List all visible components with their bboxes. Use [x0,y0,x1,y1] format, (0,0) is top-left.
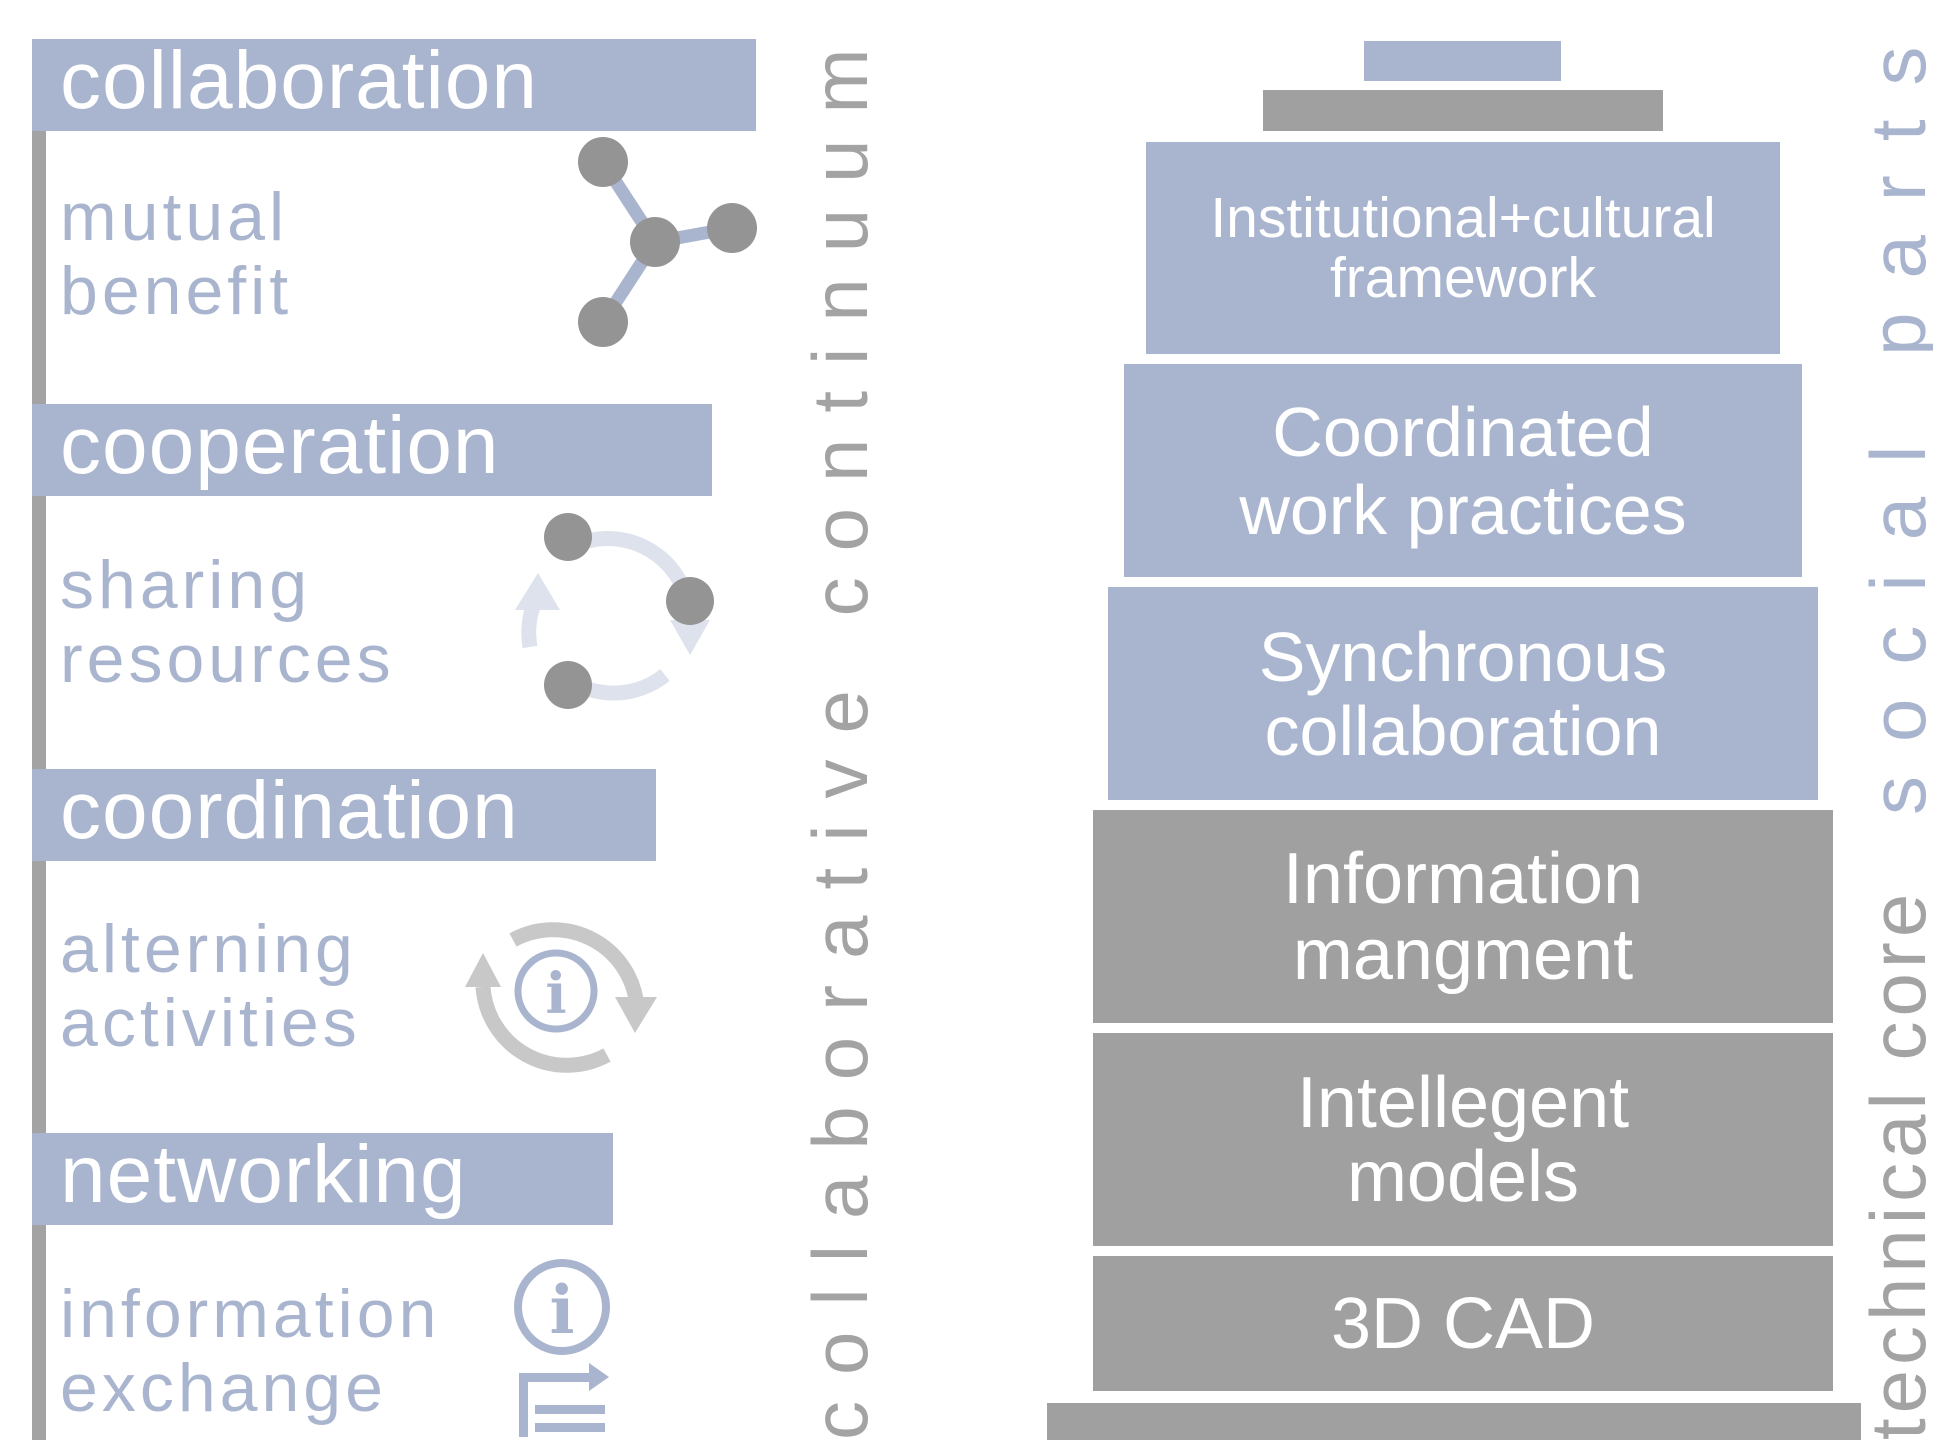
svg-text:i: i [549,1271,574,1349]
level-title-coordination: coordination [32,769,656,861]
level-title-collaboration: collaboration [32,39,756,131]
level-description-coordination: alterning activities [60,911,361,1061]
level-bar-coordination [32,858,46,1134]
level-description-cooperation: sharing resources [60,547,395,697]
level-description-collaboration: mutual benefit [60,179,293,329]
layer-synchronous-collaboration: Synchronous collaboration [1108,587,1818,800]
network-nodes-icon [578,137,757,347]
continuum-axis-label: collaborative continuum [796,22,884,1440]
layer-coordinated-work-practices: Coordinated work practices [1124,364,1802,577]
circular-sharing-icon [515,513,714,709]
social-parts-label: social parts [1854,12,1933,816]
level-bar-cooperation [32,494,46,770]
level-title-cooperation: cooperation [32,404,712,496]
stack-cap-second [1263,90,1663,131]
stack-cap-top [1364,41,1561,81]
technical-core-label: technical core [1854,888,1933,1440]
layer-intellegent-models: Intellegent models [1093,1033,1833,1246]
stack-base [1047,1403,1861,1440]
level-description-networking: information exchange [60,1276,441,1426]
level-bar-networking [32,1222,46,1440]
level-title-networking: networking [32,1133,613,1225]
layer-3d-cad: 3D CAD [1093,1256,1833,1391]
layer-institutional-cultural-framework: Institutional+cultural framework [1146,142,1780,354]
layer-information-mangment: Information mangment [1093,810,1833,1023]
svg-text:i: i [545,961,566,1027]
info-exchange-icon: i [514,1259,610,1437]
level-bar-collaboration [32,128,46,404]
info-cycle-icon: i [465,922,657,1073]
